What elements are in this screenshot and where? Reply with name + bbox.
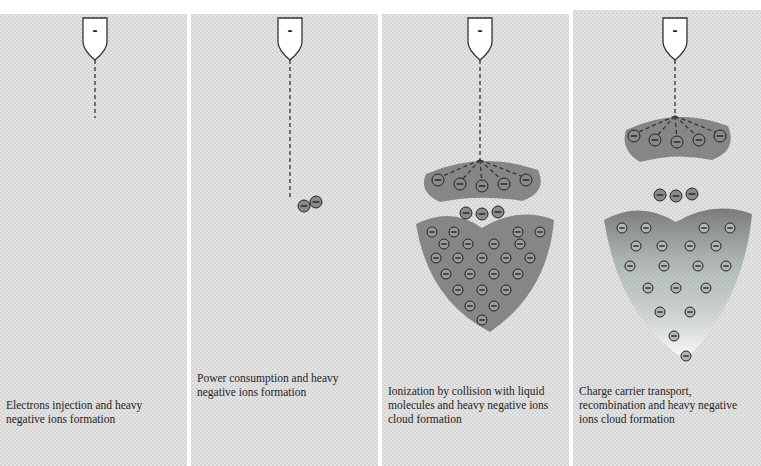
needle-electrodes: [83, 18, 687, 60]
electron-paths: [95, 60, 720, 200]
ion-clouds: [416, 117, 752, 360]
stage-caption: Power consumption and heavy negative ion…: [197, 371, 369, 399]
stage-caption: Charge carrier transport, recombination …: [579, 384, 751, 426]
panel-backgrounds: [0, 10, 761, 466]
stage-caption: Ionization by collision with liquid mole…: [388, 384, 560, 426]
negative-ions: [298, 130, 735, 361]
electrode-polarity: -: [665, 22, 685, 37]
electrode-polarity: -: [470, 22, 490, 37]
electrode-polarity: -: [85, 22, 105, 37]
electrode-polarity: -: [280, 22, 300, 37]
stage-caption: Electrons injection and heavy negative i…: [6, 398, 178, 426]
